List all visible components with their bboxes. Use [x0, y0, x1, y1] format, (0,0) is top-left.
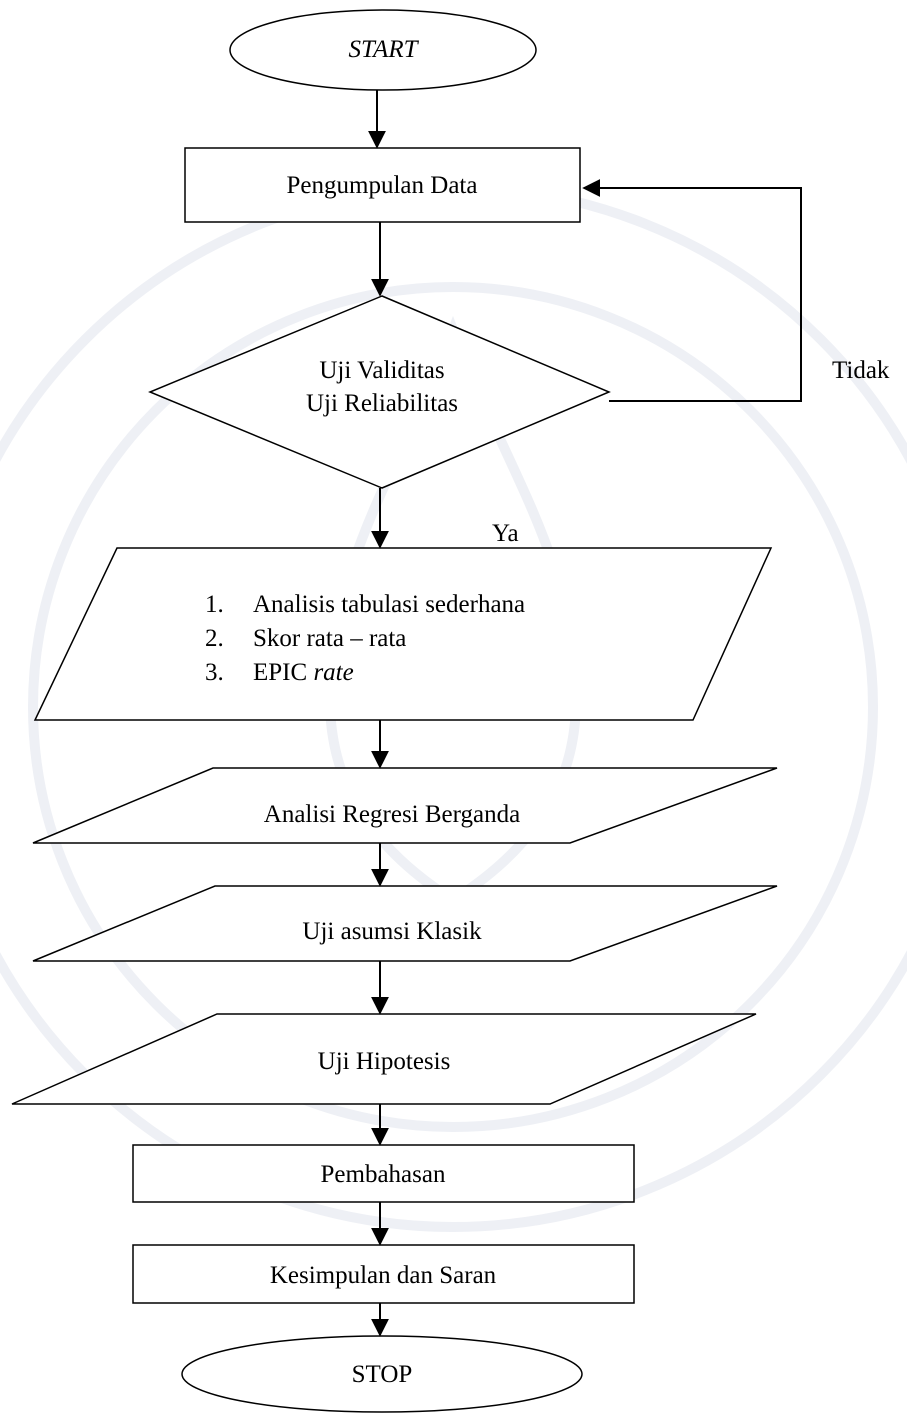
regression-io-box: Analisi Regresi Berganda — [32, 767, 778, 844]
analysis-item-3-main: EPIC — [253, 659, 313, 686]
no-branch-label: Tidak — [832, 357, 890, 384]
analysis-item-1-number: 1. — [205, 591, 224, 618]
yes-branch-label: Ya — [492, 520, 519, 547]
analysis-item-3-number: 3. — [205, 659, 224, 686]
no-loop-connector — [582, 179, 802, 402]
conclusion-label: Kesimpulan dan Saran — [270, 1262, 497, 1289]
analysis-item-2-text: Skor rata – rata — [253, 625, 406, 652]
analysis-item-3-text: EPIC rate — [253, 659, 354, 686]
classic-assumption-label: Uji asumsi Klasik — [302, 918, 482, 945]
classic-assumption-io-box: Uji asumsi Klasik — [32, 885, 778, 962]
discussion-label: Pembahasan — [321, 1161, 446, 1188]
stop-label: STOP — [352, 1361, 413, 1388]
connectors — [368, 90, 389, 1337]
hypothesis-io-box: Uji Hipotesis — [11, 1013, 757, 1105]
start-terminator: START — [229, 9, 537, 91]
analysis-item-2-number: 2. — [205, 625, 224, 652]
analysis-item-3-italic: rate — [313, 659, 353, 686]
validity-reliability-decision: Uji Validitas Uji Reliabilitas — [148, 295, 611, 489]
decision-line-2: Uji Reliabilitas — [306, 390, 458, 417]
data-collection-label: Pengumpulan Data — [287, 172, 478, 199]
analysis-io-box: 1. Analisis tabulasi sederhana 2. Skor r… — [33, 547, 773, 721]
hypothesis-label: Uji Hipotesis — [318, 1048, 451, 1075]
stop-terminator: STOP — [181, 1335, 583, 1413]
decision-line-1: Uji Validitas — [319, 357, 444, 384]
regression-label: Analisi Regresi Berganda — [264, 801, 520, 828]
discussion-box: Pembahasan — [132, 1144, 635, 1203]
conclusion-box: Kesimpulan dan Saran — [132, 1244, 635, 1304]
data-collection-box: Pengumpulan Data — [184, 147, 581, 223]
start-label: START — [349, 36, 420, 63]
analysis-item-1-text: Analisis tabulasi sederhana — [253, 591, 525, 618]
